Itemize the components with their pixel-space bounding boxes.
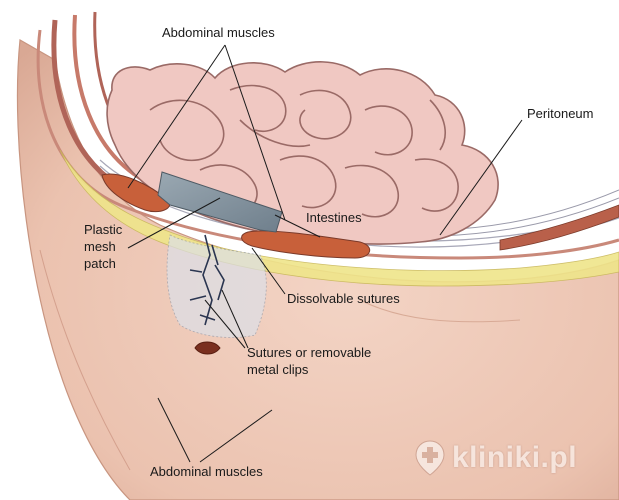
navel [194, 341, 221, 355]
label-plastic-mesh-patch-line3: patch [84, 256, 116, 271]
muscle-right [499, 204, 619, 251]
label-sutures-line2: metal clips [247, 362, 309, 377]
label-intestines: Intestines [306, 210, 362, 225]
label-sutures-line1: Sutures or removable [247, 345, 372, 360]
watermark-text: kliniki.pl [452, 441, 578, 474]
outer-wall-layer-3 [72, 14, 142, 180]
mesh-patch [157, 171, 283, 233]
label-abdominal-muscles-top: Abdominal muscles [162, 25, 275, 40]
muscle-center [241, 230, 370, 259]
watermark: kliniki.pl [414, 438, 604, 478]
leader-lines [127, 44, 523, 463]
location-pin-cross-icon [415, 440, 445, 476]
label-abdominal-muscles-bottom: Abdominal muscles [150, 464, 263, 479]
mesh-under-skin [166, 234, 267, 338]
peritoneum-line-4 [439, 197, 619, 237]
skin-fold-2 [359, 299, 521, 323]
skin-fold-1 [39, 249, 131, 471]
muscle-left [101, 173, 171, 213]
label-peritoneum: Peritoneum [527, 106, 594, 121]
sutures [189, 234, 225, 326]
label-plastic-mesh-patch-line2: mesh [84, 239, 116, 254]
label-dissolvable-sutures: Dissolvable sutures [287, 291, 400, 306]
label-plastic-mesh-patch-line1: Plastic [84, 222, 123, 237]
